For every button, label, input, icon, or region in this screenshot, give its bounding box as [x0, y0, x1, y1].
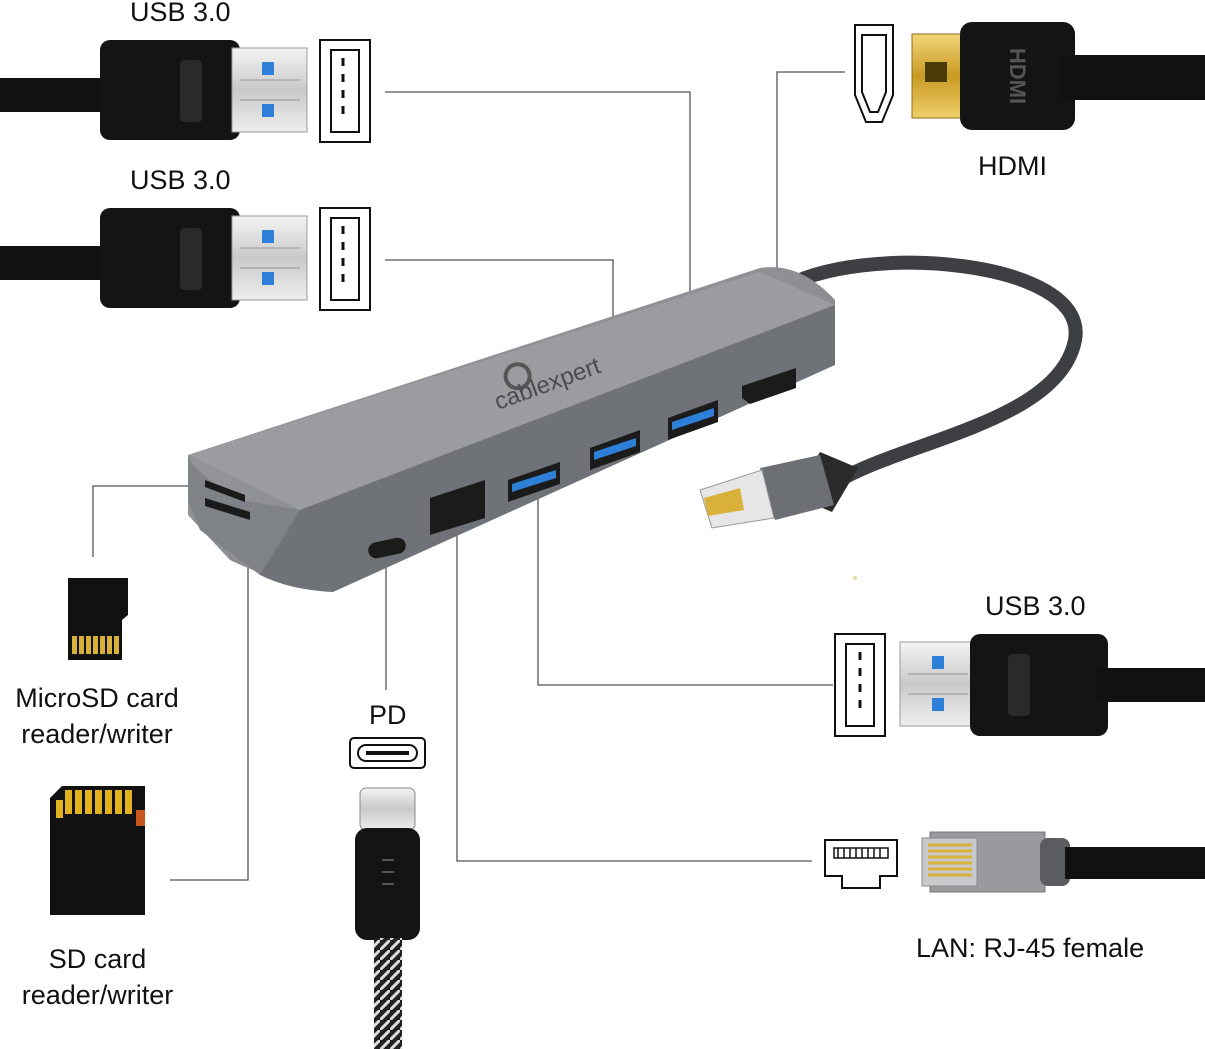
usb-top-2-label: USB 3.0	[130, 165, 231, 195]
microsd-label-line2: reader/writer	[21, 719, 173, 749]
usb-top-1-label: USB 3.0	[130, 0, 231, 27]
sd-card-icon	[50, 786, 145, 915]
hub-port-usb-2	[590, 430, 640, 470]
leader-usb-right	[537, 492, 833, 686]
usb-plug-top-1	[0, 40, 308, 140]
usb-plug-top-2	[0, 208, 308, 308]
usb-port-icon-top-1	[319, 39, 371, 143]
leader-sd	[170, 520, 249, 881]
usb-port-icon-top-2	[319, 207, 371, 311]
lan-label: LAN: RJ-45 female	[916, 933, 1145, 963]
hub-port-usb-3	[668, 400, 718, 440]
usb-c-hub: cablexpert	[188, 267, 835, 592]
hub-port-sd	[205, 480, 250, 520]
decorative-dot	[853, 576, 857, 580]
rj45-plug	[921, 831, 1205, 893]
leader-lan	[456, 528, 812, 862]
hdmi-port-icon	[854, 24, 894, 123]
usb-plug-right	[899, 634, 1205, 736]
hdmi-plug-text: HDMI	[1005, 48, 1030, 104]
microsd-card-icon	[68, 578, 128, 660]
microsd-label-line1: MicroSD card	[15, 683, 179, 713]
hub-port-hdmi	[742, 368, 796, 404]
hdmi-plug: HDMI	[911, 22, 1205, 130]
sd-label-line1: SD card	[48, 944, 147, 974]
rj45-port-icon	[824, 839, 898, 889]
hub-port-rj45	[430, 480, 485, 535]
usb-port-icon-right	[834, 633, 886, 737]
sd-label-line2: reader/writer	[21, 980, 174, 1010]
pd-usb-c-cable	[355, 787, 420, 1049]
usb-c-plug	[699, 452, 858, 529]
hub-port-usb-1	[508, 462, 560, 502]
hub-port-usb-c	[368, 537, 406, 559]
hub-cable	[773, 255, 1083, 487]
pd-port-icon	[349, 737, 426, 769]
pd-label: PD	[369, 700, 407, 730]
hdmi-label: HDMI	[978, 151, 1047, 181]
usb-right-label: USB 3.0	[985, 591, 1086, 621]
leader-microsd	[92, 485, 198, 557]
